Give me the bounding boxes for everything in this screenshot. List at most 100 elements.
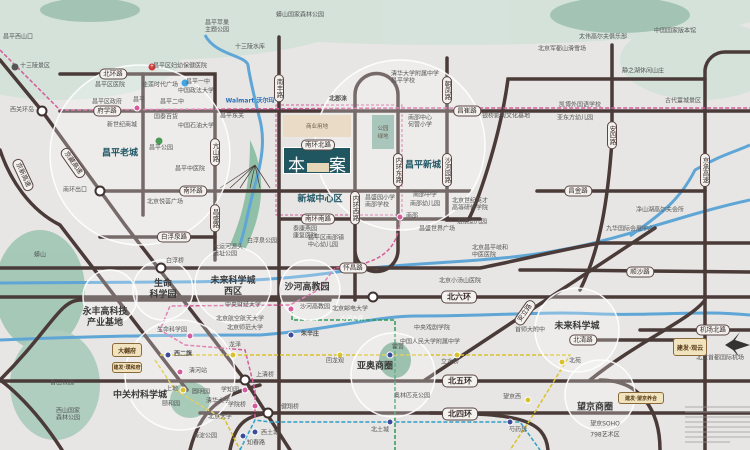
place-label: 北京昌平岐和 中医医院 <box>471 244 509 258</box>
district-label: 亚奥商圈 <box>356 361 394 372</box>
interchange-node <box>94 185 106 197</box>
place-label: 古代童城景区 <box>664 97 702 105</box>
place-label: 中央财经大学 <box>224 301 262 309</box>
station-label: 学院桥 <box>227 401 247 409</box>
place-label: 清华大学 <box>205 397 231 405</box>
place-label: 银桥影视文化基地 <box>481 112 531 120</box>
place-label: 昌平区南邵镇 中心幼儿园 <box>307 234 345 248</box>
logo-puhefu[interactable]: 建发·璞和府 <box>112 362 142 373</box>
station-label: 清河站 <box>188 367 208 375</box>
station-label: 西土城 <box>260 429 280 437</box>
place-label: 十三陵水库 <box>234 43 266 51</box>
station-label: 霍营 <box>391 343 405 351</box>
road-label: 南环南路 <box>301 213 335 225</box>
metro-station <box>239 432 247 440</box>
place-label: 白浮泉公园 <box>246 237 278 245</box>
road-label: 南环北路 <box>301 139 335 151</box>
road-label: 北五环 <box>442 374 478 388</box>
district-label: 望京商圈 <box>576 402 614 413</box>
interchange-node <box>367 291 379 303</box>
station-label: 朱辛庄 <box>300 330 320 338</box>
road-label: 亢山路 <box>210 138 220 166</box>
station-label: 立水桥 <box>440 358 460 366</box>
logo-text: 建发·璞和府 <box>113 365 141 371</box>
park-land: 公园 绿地 <box>372 115 394 149</box>
district-label: 中关村科学城 <box>112 390 168 401</box>
node-label: 南环出口 <box>62 186 88 194</box>
place-label: 昌平公园 <box>148 144 174 152</box>
road-label: 南环路 <box>179 185 207 197</box>
station-label: 望京西 <box>502 393 522 401</box>
road-label: 机场北路 <box>696 324 730 336</box>
logo-guanyun[interactable]: 建发·观云 <box>673 338 707 356</box>
place-label: 海淀公园 <box>192 432 218 440</box>
station-label: 北苑 <box>568 357 582 365</box>
road-label: 昌崔路 <box>453 105 481 117</box>
station-label: 生命科学园 <box>156 326 188 334</box>
place-label: 北京航空航天大学 <box>215 315 265 323</box>
project-marker[interactable]: 本 案 <box>283 147 351 176</box>
school-icon <box>181 79 189 87</box>
road-label: 内环东路 <box>393 153 403 187</box>
road-label: 昌金路 <box>564 185 592 197</box>
road-label: 北环路 <box>99 68 127 80</box>
disclaimer-text <box>685 406 750 443</box>
station-label: 北土城 <box>370 426 390 434</box>
place-label: 南邵中心 何营小学 <box>407 114 433 128</box>
node-label: 上清桥 <box>255 371 275 379</box>
place-label: 泰康燕园 康复医院 <box>292 225 318 239</box>
place-label: 北京大学 <box>207 413 233 421</box>
metro-station <box>453 351 461 359</box>
place-label: 国泰百货 <box>153 113 179 121</box>
road-label: 朝凤路 <box>442 76 452 104</box>
metro-station <box>186 332 194 340</box>
place-label: 北京世纪英才 高等研修学院 <box>451 197 489 211</box>
place-label: 太伟高尔夫俱乐部 <box>578 33 628 41</box>
place-label: 中国石油大学 <box>177 122 215 130</box>
place-label: 昌平中医院 <box>174 165 206 173</box>
district-label: 未来科学城 西区 <box>210 275 256 297</box>
node-label: 白浮桥 <box>165 257 185 265</box>
place-label: 昌平区医院 <box>94 81 126 89</box>
district-label: 未来科学城 <box>554 321 600 332</box>
place-label: 望京SOHO <box>590 420 620 428</box>
interchange-node <box>239 374 251 386</box>
road-label: 京承高速 <box>700 153 710 187</box>
place-label: 亚东方幼儿园 <box>556 114 594 122</box>
road-label: 北四环 <box>442 407 478 421</box>
project-char-1: 本 <box>288 156 305 176</box>
station-label: 学知园 <box>220 386 240 394</box>
station-label: 回龙观 <box>325 357 345 365</box>
road-label: 南丰路 <box>274 74 284 102</box>
place-label: 南邵幼儿园 <box>409 200 441 208</box>
place-label: 香山公园 <box>49 379 75 387</box>
park-icon <box>155 137 163 145</box>
metro-station <box>524 396 532 404</box>
logo-wangjing[interactable]: 建发·望京养合 <box>618 392 664 404</box>
logo-text: 大樾府 <box>117 347 136 355</box>
metro-station <box>386 418 394 426</box>
place-label: 昌平区妇幼保健医院 <box>152 62 208 70</box>
place-label: 昌平 <box>132 96 146 104</box>
metro-station <box>506 418 514 426</box>
metro-station <box>229 351 237 359</box>
interchange-node <box>155 262 167 274</box>
place-label: 昌平西山口 <box>2 33 34 41</box>
project-char-2: 案 <box>329 156 346 176</box>
road-label: 安四路 <box>607 121 617 149</box>
logo-text: 建发·望京养合 <box>625 395 657 402</box>
walmart-label: Walmart 沃尔玛 <box>225 97 275 105</box>
station-label: 龙泽 <box>228 341 242 349</box>
node-label: 昌平东关 <box>219 112 245 120</box>
metro-station <box>133 104 141 112</box>
logo-dayuefu[interactable]: 大樾府 <box>112 343 142 357</box>
metro-station <box>287 331 295 339</box>
place-label: 中央戏剧学院 <box>413 324 451 332</box>
road-label: 顺沙路 <box>626 266 654 278</box>
metro-lines <box>0 49 750 450</box>
place-label: 中国人民大学附属中学 <box>399 338 461 346</box>
place-label: 十三陵景区 <box>19 62 51 70</box>
metro-station <box>251 402 259 410</box>
metro-station <box>336 351 344 359</box>
place-label: 奥林匹克公园 <box>393 392 431 400</box>
